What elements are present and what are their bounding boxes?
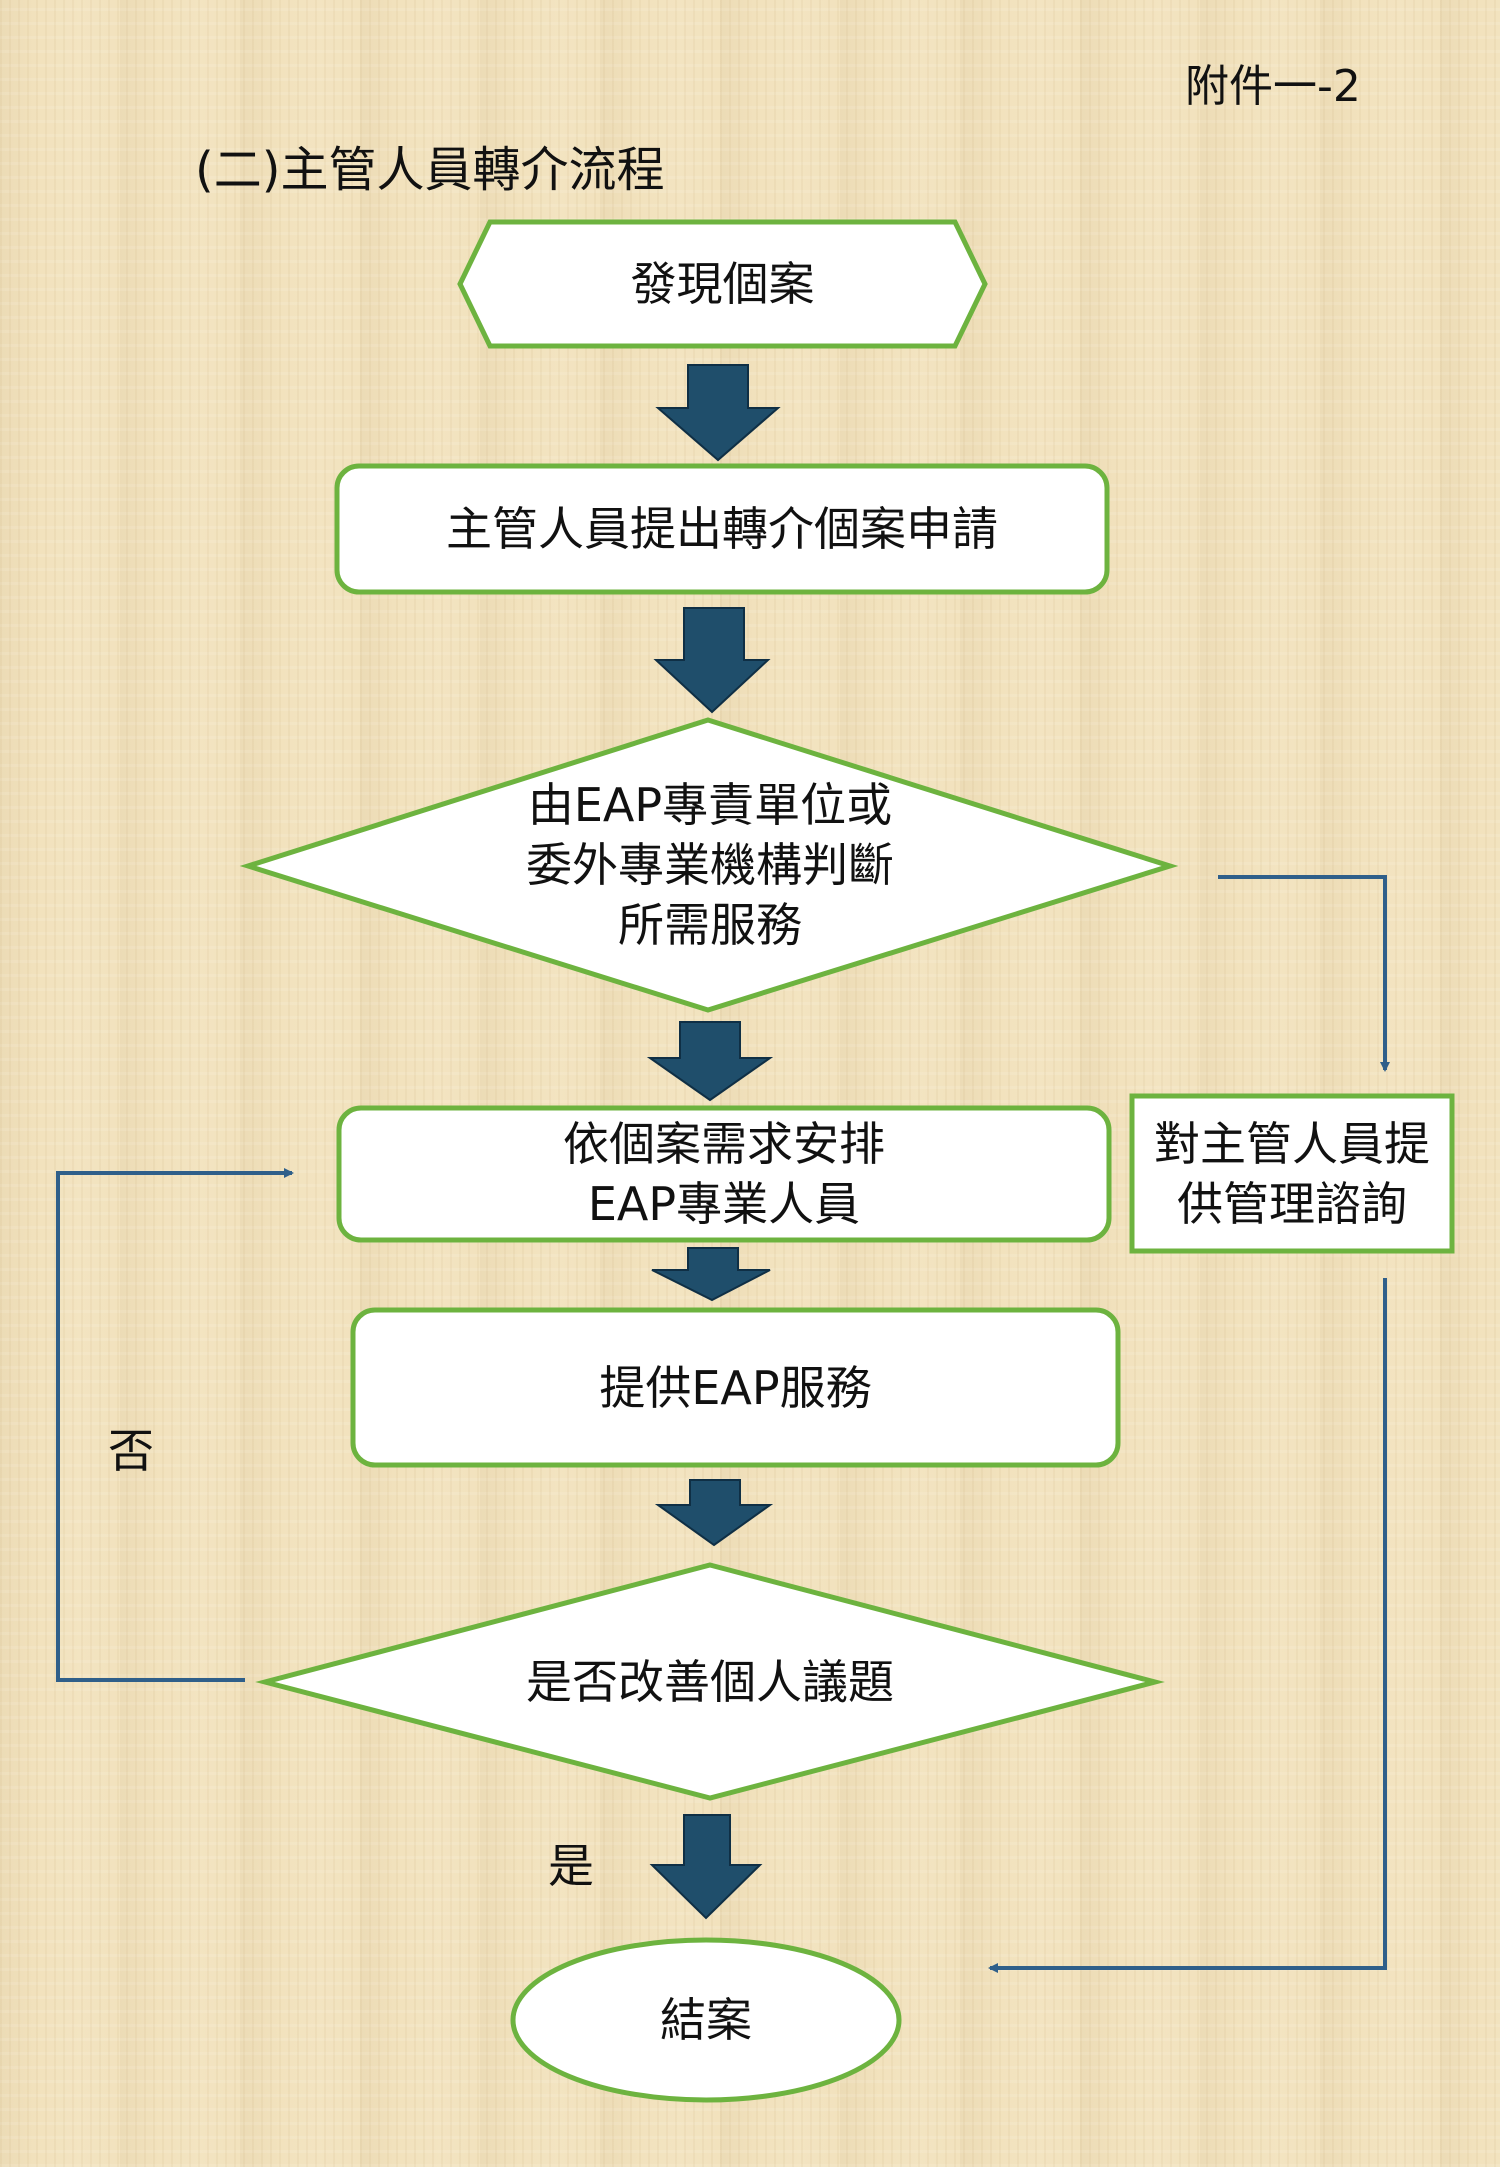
- yes-branch-label: 是: [548, 1839, 594, 1893]
- flow-arrow-6: [649, 1814, 763, 1920]
- no-branch-label: 否: [108, 1424, 154, 1478]
- connector-assessment-to-consult: [1218, 875, 1390, 1072]
- start-node-shape: [457, 219, 988, 349]
- flow-arrow-3: [646, 1021, 774, 1102]
- consult-node-shape: [1129, 1093, 1455, 1254]
- end-node-shape: [510, 1937, 902, 2103]
- page-title: (二)主管人員轉介流程: [195, 142, 665, 198]
- start-node-label: 發現個案: [630, 257, 815, 311]
- assessment-decision-shape: [239, 717, 1179, 1013]
- provide-service-node-label: 提供EAP服務: [599, 1360, 872, 1415]
- provide-service-node-shape: [350, 1307, 1121, 1468]
- improvement-decision-shape: [255, 1562, 1165, 1801]
- connector-no-loop: [56, 1168, 294, 1682]
- attachment-label: 附件一-2: [1185, 61, 1361, 112]
- flow-arrow-5: [654, 1479, 774, 1547]
- connector-consult-to-end: [988, 1278, 1387, 1973]
- flow-arrow-1: [655, 364, 781, 462]
- end-node-label: 結案: [660, 1993, 752, 2047]
- consult-node-label: 對主管人員提 供管理諮詢: [1154, 1116, 1430, 1231]
- flow-arrow-2: [653, 607, 771, 714]
- improvement-decision-label: 是否改善個人議題: [526, 1655, 894, 1709]
- referral-node-shape: [334, 463, 1110, 595]
- assessment-decision-label: 由EAP專責單位或 委外專業機構判斷 所需服務: [526, 778, 894, 952]
- referral-node-label: 主管人員提出轉介個案申請: [446, 502, 998, 556]
- flow-arrow-4: [651, 1247, 771, 1302]
- arrange-staff-node-shape: [336, 1105, 1112, 1243]
- arrange-staff-node-label: 依個案需求安排 EAP專業人員: [563, 1117, 885, 1231]
